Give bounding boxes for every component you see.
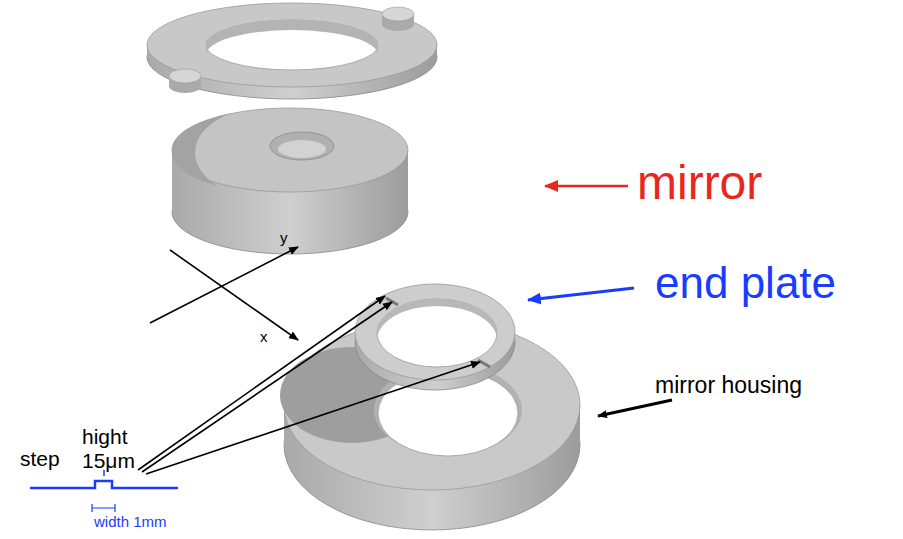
part-name: mirror housing: [655, 373, 802, 397]
end-plate-arrow: [528, 288, 634, 300]
width-dimension: [92, 504, 115, 512]
housing-arrow: [598, 400, 672, 416]
dimension-label: width 1mm: [94, 514, 167, 530]
profile-label: step: [20, 448, 60, 470]
leader-lines: [138, 296, 480, 474]
part-name: mirror: [637, 158, 762, 208]
dimension-label: 15μm: [82, 450, 135, 472]
step-profile: [30, 481, 178, 488]
axis-label: y: [280, 230, 288, 246]
dimension-label: hight: [82, 426, 128, 448]
top-ring: [147, 3, 437, 99]
axes: [150, 247, 298, 340]
part-name: end plate: [655, 260, 836, 306]
mirror-disk: [172, 108, 408, 254]
axis-label: x: [260, 329, 268, 345]
mirror-arrow: [545, 185, 628, 188]
